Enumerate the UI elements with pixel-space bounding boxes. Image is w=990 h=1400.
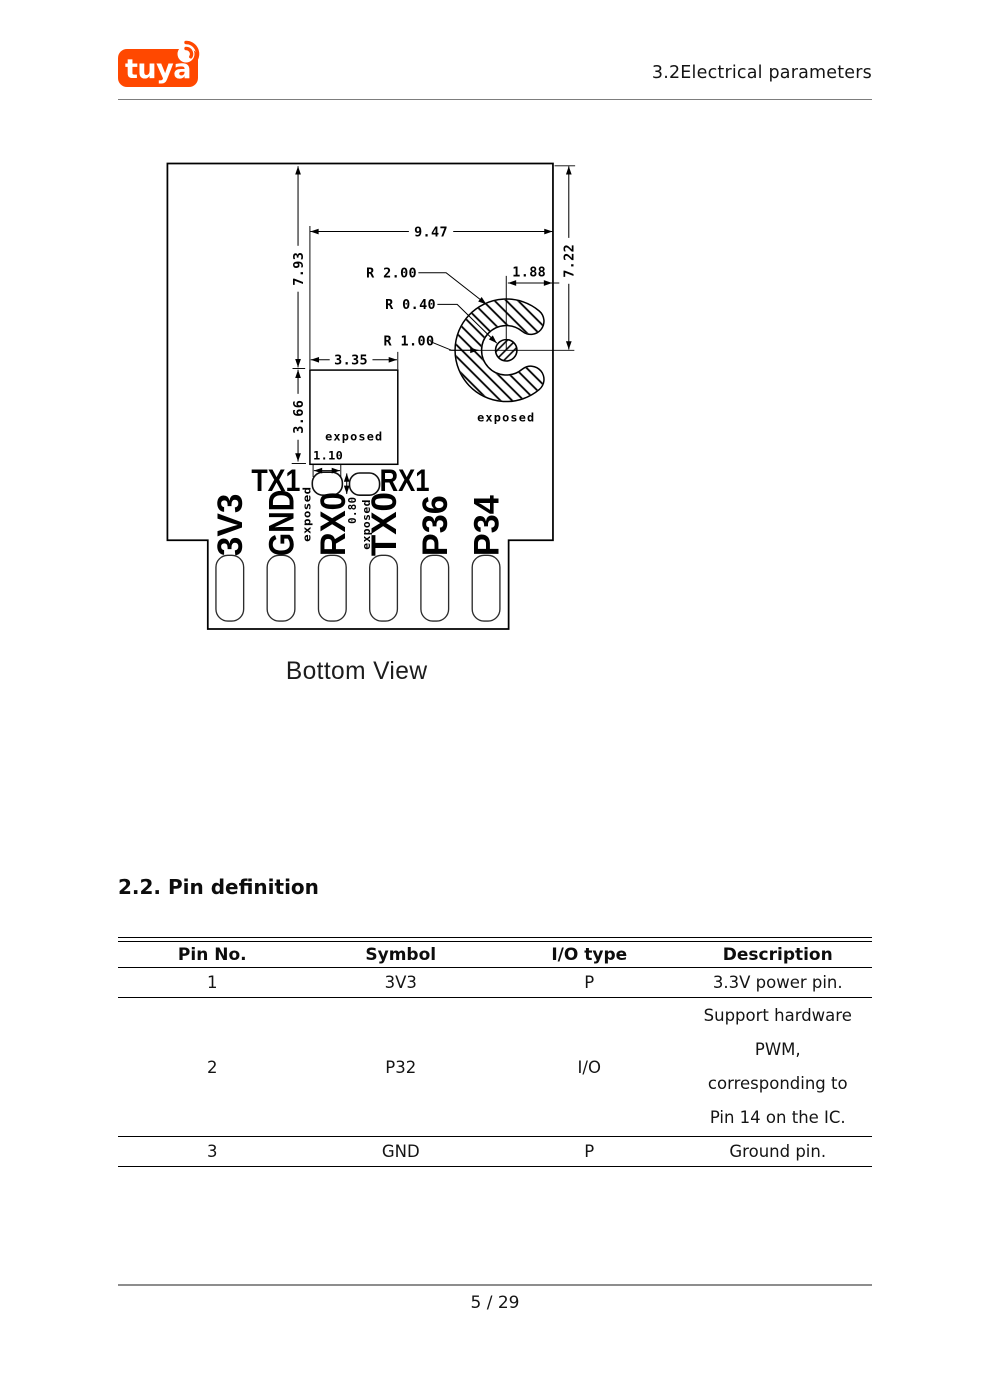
tuya-logo-box — [118, 49, 198, 87]
pin-label-gnd: GND — [262, 490, 301, 557]
description-line: corresponding to — [707, 1074, 848, 1093]
pin-label-rx0: RX0 — [314, 492, 353, 556]
cell-io-type: P — [495, 1136, 684, 1167]
tuya-logo: tuya — [118, 40, 200, 87]
pad-tx1 — [311, 471, 344, 496]
drawing-caption: Bottom View — [286, 658, 428, 685]
module-bottom-view-drawing: 9.47 7.93 7.22 1.88 R 2.00 R 0.40 R 1.00… — [166, 162, 578, 685]
cell-io-type: I/O — [495, 997, 684, 1137]
cell-description: Ground pin. — [683, 1136, 872, 1167]
signal-arc-outer-icon — [184, 40, 200, 62]
dimension-text-gaps — [291, 224, 576, 440]
dim-height-left: 7.93 — [292, 252, 307, 286]
description-line: PWM, — [754, 1040, 801, 1059]
col-description: Description — [683, 941, 872, 968]
dim-square-height: 3.66 — [292, 400, 307, 434]
pad-p34 — [471, 554, 501, 622]
col-pin-no: Pin No. — [118, 941, 307, 968]
dim-hole-offset: 1.88 — [512, 266, 546, 281]
dim-overall-width: 9.47 — [414, 225, 448, 240]
header-rule — [118, 99, 872, 100]
pad-tx0 — [369, 554, 399, 622]
pin-label-3v3: 3V3 — [211, 494, 250, 557]
cell-pin-no: 3 — [118, 1136, 307, 1167]
dim-height-right: 7.22 — [563, 244, 578, 278]
pin-label-tx0: TX0 — [365, 492, 404, 556]
header-section-title: 3.2Electrical parameters — [651, 63, 872, 83]
pin-definition-table: Pin No. Symbol I/O type Description 1 3V… — [118, 941, 872, 1167]
pad-3v3 — [215, 554, 245, 622]
table-row: 3 GND P Ground pin. — [118, 1136, 872, 1167]
page-number: 5 / 29 — [470, 1293, 520, 1313]
pad-rx0 — [317, 554, 347, 622]
col-io-type: I/O type — [495, 941, 684, 968]
exposed-rx-label: exposed — [360, 499, 373, 550]
dim-radius-outer: R 2.00 — [366, 266, 417, 281]
description-line: Pin 14 on the IC. — [709, 1108, 846, 1127]
table-row: 1 3V3 P 3.3V power pin. — [118, 967, 872, 998]
pin-label-p36: P36 — [416, 495, 455, 556]
dim-radius-ring: R 1.00 — [384, 335, 435, 350]
pin-label-p34: P34 — [467, 495, 506, 557]
pad-rx1 — [348, 472, 381, 496]
exposed-castellation-label: exposed — [477, 411, 535, 425]
pad-p36 — [420, 554, 450, 622]
exposed-tx-label: exposed — [300, 486, 313, 541]
section-heading: 2.2. Pin definition — [118, 875, 319, 899]
exposed-square-pad — [309, 369, 399, 466]
dim-pad-gap: 0.80 — [346, 497, 359, 524]
cell-pin-no: 2 — [118, 997, 307, 1137]
cell-pin-no: 1 — [118, 967, 307, 998]
description-line: Support hardware — [703, 1006, 852, 1025]
tuya-logo-text: tuya — [125, 54, 191, 85]
tx1-label: TX1 — [251, 462, 300, 498]
rx1-label: RX1 — [380, 462, 430, 498]
cell-symbol: P32 — [306, 997, 495, 1137]
cell-description: 3.3V power pin. — [683, 967, 872, 998]
dim-square-width: 3.35 — [334, 354, 368, 369]
dim-radius-hole: R 0.40 — [385, 298, 436, 313]
footer-rule — [118, 1284, 872, 1286]
dim-pad-width: 1.10 — [313, 449, 343, 463]
pad-gnd — [266, 554, 296, 622]
cell-description: Support hardware PWM, corresponding to P… — [683, 997, 872, 1137]
table-row: 2 P32 I/O Support hardware PWM, correspo… — [118, 997, 872, 1137]
pin-definition-table-wrapper: Pin No. Symbol I/O type Description 1 3V… — [118, 937, 872, 1167]
exposed-square-label: exposed — [325, 430, 383, 444]
col-symbol: Symbol — [306, 941, 495, 968]
table-header-row: Pin No. Symbol I/O type Description — [118, 941, 872, 968]
cell-symbol: GND — [306, 1136, 495, 1167]
cell-symbol: 3V3 — [306, 967, 495, 998]
signal-arc-icon — [184, 46, 194, 59]
cell-io-type: P — [495, 967, 684, 998]
castellation-pads — [215, 554, 501, 622]
